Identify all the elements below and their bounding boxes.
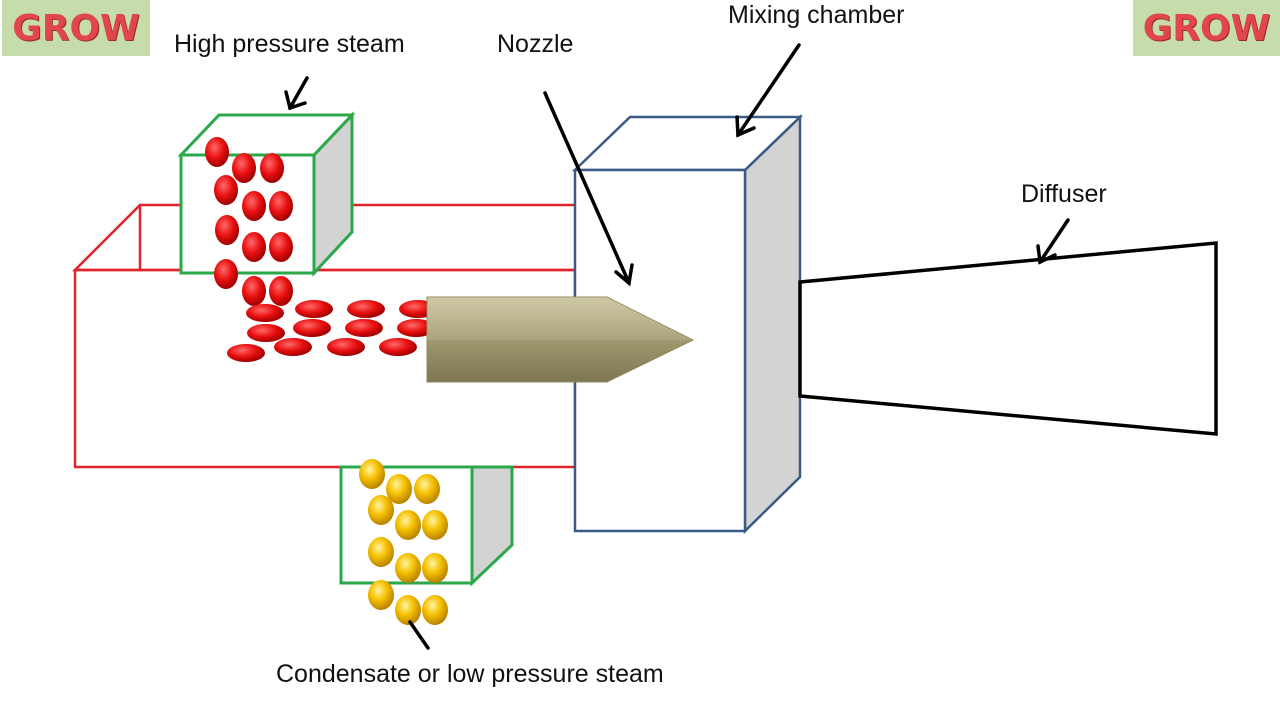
label-high-pressure-steam: High pressure steam xyxy=(174,30,405,58)
arrow-nozzle xyxy=(543,91,634,287)
label-condensate: Condensate or low pressure steam xyxy=(276,660,664,688)
label-diffuser: Diffuser xyxy=(1021,180,1107,208)
hp-steam-inlet-box xyxy=(177,111,356,277)
label-mixing-chamber: Mixing chamber xyxy=(728,1,905,29)
grow-logo-right: GROW xyxy=(1133,0,1280,56)
diffuser xyxy=(798,241,1218,436)
nozzle xyxy=(426,296,695,383)
arrow-diffuser xyxy=(1036,218,1070,265)
arrow-hp-steam xyxy=(284,76,309,111)
arrow-mixing-chamber xyxy=(735,43,801,138)
arrow-condensate xyxy=(408,620,430,650)
grow-logo-left: GROW xyxy=(2,0,150,56)
condensate-particles xyxy=(359,459,448,625)
steam-chest-top-face xyxy=(71,203,644,272)
label-nozzle: Nozzle xyxy=(497,30,574,58)
pointer-arrows xyxy=(284,43,1070,650)
